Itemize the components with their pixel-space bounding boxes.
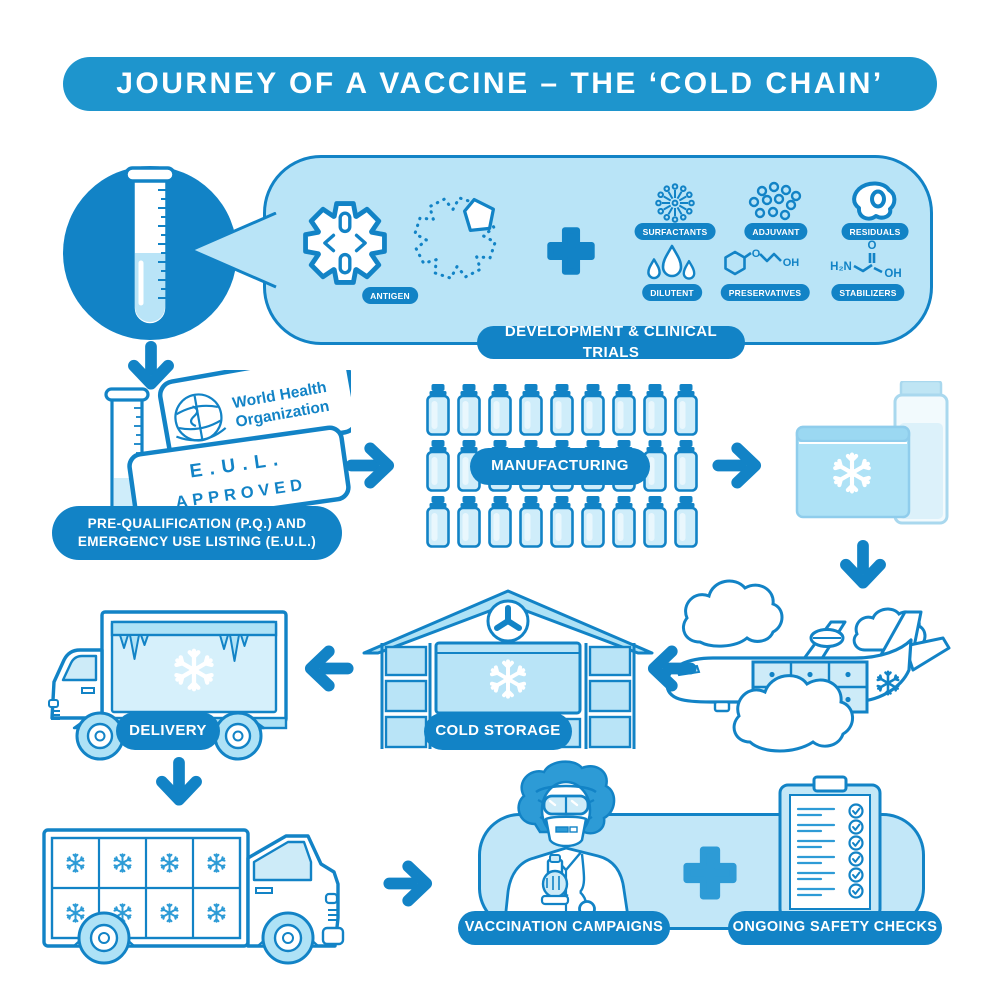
antigen-icon (303, 201, 387, 285)
svg-text:H₂N: H₂N (830, 261, 852, 273)
cloud-icon (732, 674, 854, 753)
vaccine-vial-icon (549, 384, 575, 436)
arrow-down-icon (128, 340, 174, 390)
vaccine-vial-icon (642, 440, 668, 492)
diluent-drops-icon (647, 244, 696, 280)
vaccine-vial-icon (673, 440, 699, 492)
vaccine-vial-icon (549, 496, 575, 548)
stabilizers-label: STABILIZERS (831, 284, 905, 301)
cargo-plane-icon (665, 579, 951, 753)
delivery-label: DELIVERY (116, 712, 220, 750)
fan-icon (486, 599, 530, 643)
prequalification-label: PRE-QUALIFICATION (P.Q.) AND EMERGENCY U… (52, 506, 342, 560)
arrow-left-icon (647, 645, 697, 692)
vaccine-vial-icon (673, 496, 699, 548)
diluent-label: DILUTENT (642, 284, 702, 301)
vaccination-campaigns-label: VACCINATION CAMPAIGNS (458, 911, 670, 945)
arrow-down-icon (840, 539, 886, 589)
safety-checklist-clipboard (778, 775, 882, 919)
cold-storage-label: COLD STORAGE (424, 713, 572, 750)
ongoing-safety-checks-label: ONGOING SAFETY CHECKS (728, 911, 942, 945)
goggles-icon (537, 794, 595, 816)
eul-approved-stamp: E.U.L. APPROVED (127, 425, 351, 528)
page-title: JOURNEY OF A VACCINE – THE ‘COLD CHAIN’ (116, 67, 884, 100)
cold-box-icon (795, 381, 949, 525)
cold-chain-van-icon (42, 828, 345, 965)
preservatives-molecule-icon: O OH (724, 248, 800, 276)
health-worker-icon (502, 760, 632, 930)
plane-body (665, 610, 951, 715)
vaccine-vial-icon (673, 384, 699, 436)
face-mask-icon (539, 815, 593, 848)
residuals-icon (852, 181, 897, 221)
bubble-tail (189, 212, 277, 289)
vaccine-vial-icon (425, 496, 451, 548)
wheel-icon (213, 711, 263, 761)
surfactants-label: SURFACTANTS (634, 223, 716, 240)
preservatives-label: PRESERVATIVES (720, 284, 810, 301)
residuals-label: RESIDUALS (841, 223, 909, 240)
who-emblem-icon (174, 393, 227, 442)
vaccine-vial-icon (518, 384, 544, 436)
arrow-right-icon (345, 442, 395, 489)
gloved-hand-vial (540, 854, 570, 906)
title-banner: JOURNEY OF A VACCINE – THE ‘COLD CHAIN’ (63, 57, 937, 111)
vaccine-vial-icon (456, 496, 482, 548)
checklist-items (796, 803, 864, 899)
vaccine-vial-icon (487, 384, 513, 436)
wheel-icon (75, 711, 125, 761)
icicles (119, 634, 249, 662)
surfactants-icon (655, 183, 695, 223)
arrow-down-icon (156, 756, 202, 806)
vaccine-vial-icon (487, 496, 513, 548)
wheel-icon (261, 911, 315, 965)
svg-text:OH: OH (884, 268, 901, 280)
arrow-right-icon (383, 860, 433, 907)
test-tube-circle-icon (63, 166, 237, 340)
adjuvant-label: ADJUVANT (744, 223, 808, 240)
vaccine-vial-icon (611, 384, 637, 436)
vaccine-vial-icon (425, 440, 451, 492)
wheel-icon (77, 911, 131, 965)
antigen-dotted-icon (413, 196, 497, 280)
vaccine-vial-icon (456, 384, 482, 436)
antigen-label: ANTIGEN (362, 287, 418, 304)
svg-text:O: O (868, 240, 877, 252)
svg-text:O: O (752, 248, 761, 260)
plus-icon (547, 227, 595, 275)
plus-icon (683, 846, 737, 900)
cloud-icon (682, 579, 784, 648)
vaccine-vial-icon (580, 384, 606, 436)
arrow-right-icon (712, 442, 762, 489)
svg-text:OH: OH (783, 257, 800, 269)
development-label: DEVELOPMENT & CLINICAL TRIALS (477, 323, 745, 361)
adjuvant-icon (748, 181, 802, 221)
manufacturing-label: MANUFACTURING (470, 448, 650, 485)
arrow-left-icon (304, 645, 354, 692)
stabilizers-molecule-icon: H₂N O OH (830, 240, 901, 280)
vaccine-vial-icon (642, 384, 668, 436)
vaccine-vial-icon (580, 496, 606, 548)
vaccine-vial-icon (425, 384, 451, 436)
vaccine-vial-icon (518, 496, 544, 548)
vaccine-vial-icon (611, 496, 637, 548)
vaccine-vial-icon (642, 496, 668, 548)
